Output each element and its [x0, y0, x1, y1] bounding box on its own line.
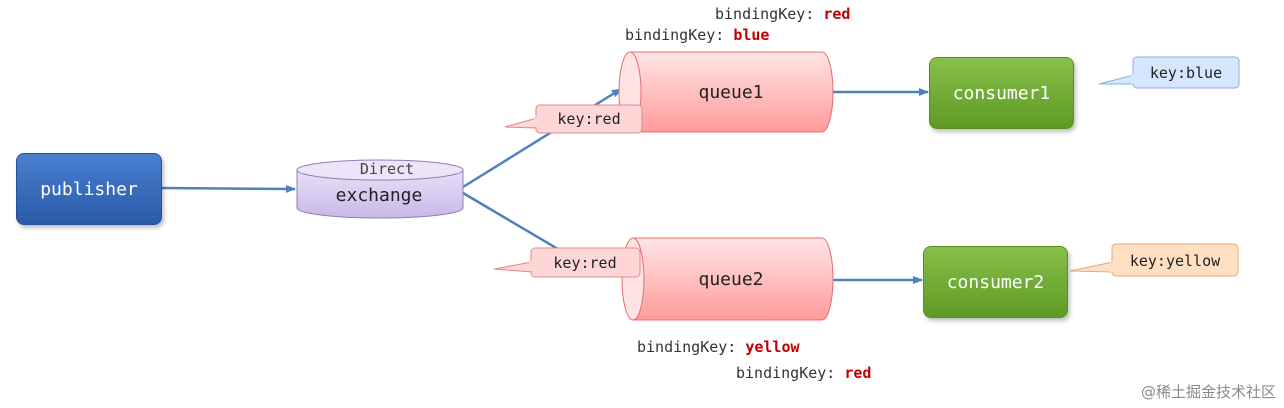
queue1-key-text: key:red — [557, 110, 620, 128]
exchange-cylinder: Direct exchange — [296, 159, 464, 219]
binding-key-prefix: bindingKey: — [625, 26, 725, 44]
watermark: @稀土掘金技术社区 — [1140, 383, 1276, 401]
consumer2-key-text: key:yellow — [1130, 252, 1221, 270]
queue2-binding-key-1: bindingKey: yellow — [637, 338, 800, 356]
publisher-box: publisher — [16, 153, 162, 225]
queue1-binding-key-1: bindingKey: red — [715, 5, 850, 23]
queue2-key-callout: key:red — [493, 247, 641, 278]
queue1-label: queue1 — [698, 82, 763, 103]
queue1-binding-key-2: bindingKey: blue — [625, 26, 769, 44]
queue2-key-text: key:red — [553, 254, 616, 272]
binding-key-prefix: bindingKey: — [637, 338, 737, 356]
consumer2-box: consumer2 — [923, 246, 1068, 318]
arrow-exchange-queue1 — [462, 87, 622, 189]
queue1-cylinder: queue1 — [618, 51, 834, 133]
queue2-cylinder: queue2 — [621, 237, 834, 321]
consumer1-key-text: key:blue — [1150, 64, 1222, 82]
exchange-type-label: Direct — [360, 160, 414, 178]
consumer2-label: consumer2 — [946, 271, 1045, 293]
exchange-label: exchange — [336, 185, 423, 206]
arrow-publisher-exchange — [159, 184, 296, 193]
consumer1-label: consumer1 — [952, 82, 1051, 104]
consumer1-key-callout: key:blue — [1098, 56, 1240, 89]
binding-key-value: yellow — [745, 338, 800, 356]
binding-key-value: blue — [733, 26, 770, 44]
binding-key-prefix: bindingKey: — [715, 5, 815, 23]
consumer1-box: consumer1 — [929, 57, 1074, 129]
consumer2-key-callout: key:yellow — [1069, 243, 1239, 277]
binding-key-value: red — [844, 364, 872, 382]
queue2-binding-key-2: bindingKey: red — [736, 364, 871, 382]
binding-key-prefix: bindingKey: — [736, 364, 836, 382]
binding-key-value: red — [823, 5, 851, 23]
queue2-label: queue2 — [698, 269, 763, 290]
publisher-label: publisher — [40, 178, 138, 200]
queue1-key-callout: key:red — [504, 104, 643, 134]
